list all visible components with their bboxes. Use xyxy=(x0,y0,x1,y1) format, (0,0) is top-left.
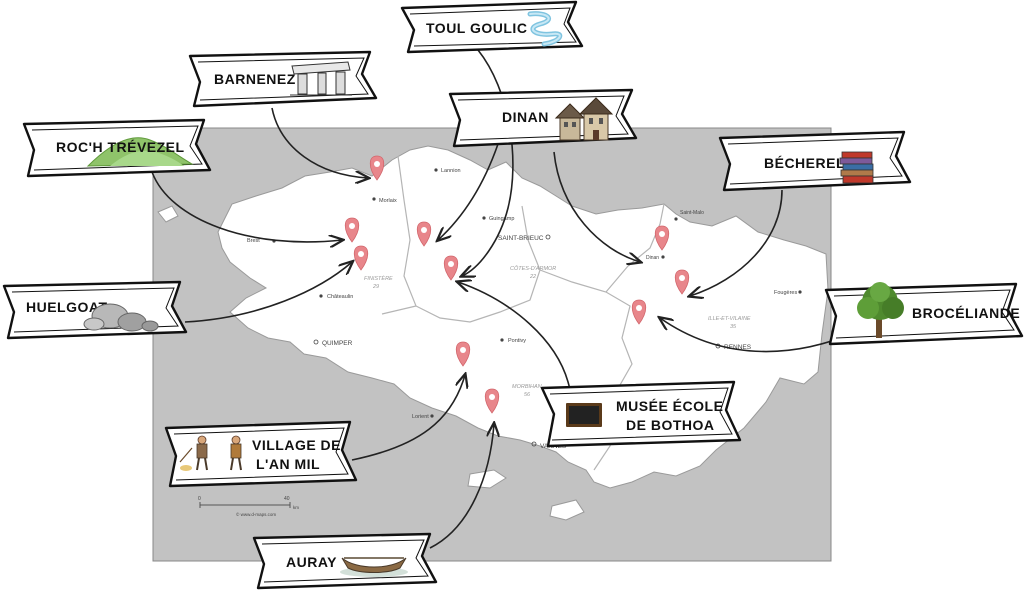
pin-toul-goulic[interactable] xyxy=(443,255,459,281)
banner-toul-goulic[interactable]: TOUL GOULIC xyxy=(400,0,584,54)
banner-becherel[interactable]: BÉCHEREL xyxy=(718,130,912,192)
banner-label-barnenez: BARNENEZ xyxy=(214,71,296,87)
arrow-barnenez xyxy=(271,107,368,178)
city-brest: Brest xyxy=(247,238,260,244)
boat-icon xyxy=(340,557,408,577)
banner-label-village-de: VILLAGE DE xyxy=(252,437,341,453)
blackboard-icon xyxy=(566,403,602,427)
ushant-island xyxy=(157,205,179,223)
arrow-auray xyxy=(429,424,494,549)
dept-morbihan: MORBIHAN xyxy=(512,384,542,390)
arrow-roch-trevezel xyxy=(151,171,342,242)
arrow-toul-goulic xyxy=(462,49,514,276)
river-icon xyxy=(527,11,563,47)
city-guingamp: Guingamp xyxy=(489,216,514,222)
scale-end: 40 xyxy=(284,496,290,502)
pin-barnenez[interactable] xyxy=(369,155,385,181)
city-lorient: Lorient xyxy=(412,414,429,420)
banner-village-an-mil[interactable]: VILLAGE DE L'AN MIL xyxy=(164,420,358,488)
dept-cotes-darmor-number: 22 xyxy=(529,274,536,280)
banner-label-huelgoat: HUELGOAT xyxy=(26,299,108,315)
dept-cotes-darmor: CÔTES-D'ARMOR xyxy=(510,265,556,272)
pin-roch-trevezel[interactable] xyxy=(344,217,360,243)
dept-ille-et-vilaine-number: 35 xyxy=(730,324,737,330)
arrow-huelgoat xyxy=(184,262,352,323)
pin-becherel[interactable] xyxy=(674,269,690,295)
books-icon xyxy=(839,151,874,184)
dept-morbihan-number: 56 xyxy=(524,392,531,398)
city-saint-brieuc: SAINT-BRIEUC xyxy=(498,235,544,242)
banner-barnenez[interactable]: BARNENEZ xyxy=(188,50,378,108)
banner-dinan[interactable]: DINAN xyxy=(448,88,638,148)
department-labels: FINISTÈRE 29 CÔTES-D'ARMOR 22 ILLE-ET-VI… xyxy=(364,265,751,398)
arrow-village xyxy=(351,375,465,461)
hill-icon xyxy=(86,137,194,167)
pin-huelgoat[interactable] xyxy=(353,245,369,271)
border-finistere-cotes xyxy=(397,155,541,323)
arrow-dinan-to-pin xyxy=(553,151,640,262)
city-fougeres: Fougères xyxy=(774,290,797,296)
banner-label-de-bothoa: DE BOTHOA xyxy=(626,417,715,433)
city-dinan: Dinan xyxy=(646,255,659,261)
tree-icon xyxy=(857,282,904,338)
dept-finistere: FINISTÈRE xyxy=(364,275,393,282)
dolmen-icon xyxy=(290,61,352,96)
pin-broceliande[interactable] xyxy=(631,299,647,325)
arrow-becherel xyxy=(690,189,783,296)
arrow-musee xyxy=(458,282,571,391)
city-chateaulin: Châteaulin xyxy=(327,294,353,300)
banner-label-becherel: BÉCHEREL xyxy=(764,155,845,171)
houses-icon xyxy=(554,97,614,141)
city-quimper: QUIMPER xyxy=(322,340,353,347)
belle-ile xyxy=(467,469,507,489)
banner-musee-ecole-de-bothoa[interactable]: MUSÉE ÉCOLE DE BOTHOA xyxy=(540,380,742,448)
pin-village-an-mil[interactable] xyxy=(455,341,471,367)
banner-label-broceliande: BROCÉLIANDE xyxy=(912,305,1020,321)
border-cotes-ille xyxy=(605,203,665,293)
border-finistere-morbihan xyxy=(381,305,417,315)
dept-ille-et-vilaine: ILLE-ET-VILAINE xyxy=(708,316,751,322)
scale-unit: km xyxy=(293,505,299,510)
island xyxy=(549,499,585,521)
pin-auray[interactable] xyxy=(484,388,500,414)
pin-dinan[interactable] xyxy=(654,225,670,251)
banner-label-musee-ecole: MUSÉE ÉCOLE xyxy=(616,398,723,414)
dept-finistere-number: 29 xyxy=(372,284,379,290)
banner-label-roch-trevezel: ROC'H TRÉVEZEL xyxy=(56,139,185,155)
city-rennes: RENNES xyxy=(724,344,752,351)
scale-start: 0 xyxy=(198,496,201,502)
city-saint-malo: Saint-Malo xyxy=(680,210,704,216)
rocks-icon xyxy=(83,303,159,332)
banner-roch-trevezel[interactable]: ROC'H TRÉVEZEL xyxy=(22,118,212,178)
banner-label-dinan: DINAN xyxy=(502,109,549,125)
city-morlaix: Morlaix xyxy=(379,198,397,204)
banner-broceliande[interactable]: BROCÉLIANDE xyxy=(824,282,1024,346)
arrow-dinan xyxy=(438,143,499,240)
banner-huelgoat[interactable]: HUELGOAT xyxy=(2,280,188,340)
banner-label-auray: AURAY xyxy=(286,554,337,570)
map-credit: © www.d-maps.com xyxy=(236,511,276,517)
banner-label-toul-goulic: TOUL GOULIC xyxy=(426,20,527,36)
city-pontivy: Pontivy xyxy=(508,338,526,344)
banner-auray[interactable]: AURAY xyxy=(252,532,438,590)
villagers-icon xyxy=(179,435,242,471)
scale-bar: 0 40 km © www.d-maps.com xyxy=(198,496,299,517)
banner-label-an-mil: L'AN MIL xyxy=(256,456,320,472)
location-pins xyxy=(344,155,690,414)
pin-dinan-west[interactable] xyxy=(416,221,432,247)
city-lannion: Lannion xyxy=(441,168,461,174)
